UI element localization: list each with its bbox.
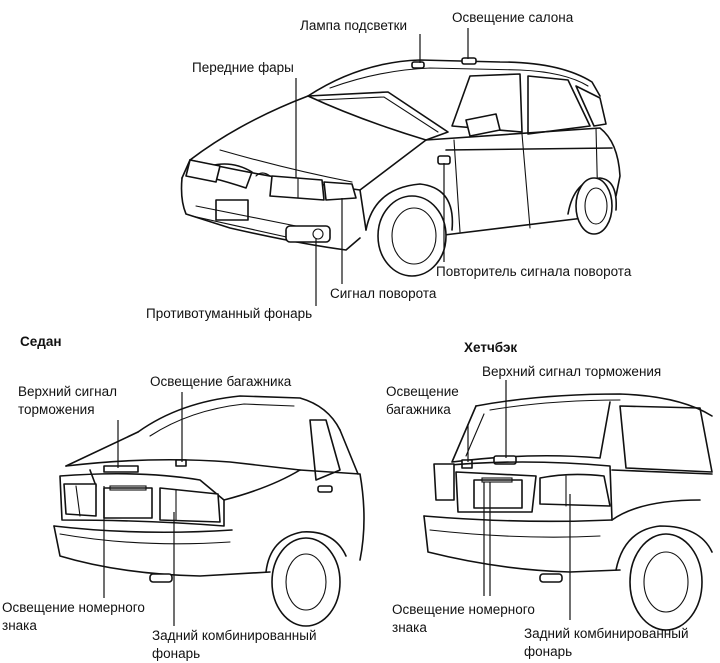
hatchback-leaders — [467, 380, 571, 620]
turn-signal-label: Сигнал поворота — [330, 286, 437, 301]
sedan-rear-combo-label-1: Задний комбинированный — [152, 628, 317, 643]
sedan-rear-combo-label-2: фонарь — [152, 646, 200, 661]
hatchback-high-stop-label: Верхний сигнал торможения — [482, 364, 661, 379]
hatchback-title: Хетчбэк — [464, 340, 517, 355]
sedan-title: Седан — [20, 334, 62, 349]
hatchback-plate-light-label-1: Освещение номерного — [392, 602, 535, 617]
hatchback-rear-combo-label-2: фонарь — [524, 644, 572, 659]
sedan-plate-light-label-1: Освещение номерного — [2, 600, 145, 615]
front-car-drawing — [180, 57, 621, 277]
side-repeater-label: Повторитель сигнала поворота — [436, 264, 632, 279]
sedan-trunk-light-label: Освещение багажника — [150, 374, 292, 389]
interior-light-label: Освещение салона — [452, 10, 574, 25]
sedan-high-stop-label-2: торможения — [18, 402, 95, 417]
headlights-label: Передние фары — [192, 60, 294, 75]
sedan-leaders — [103, 392, 183, 626]
sedan-high-stop-label-1: Верхний сигнал — [18, 384, 117, 399]
hatchback-plate-light-label-2: знака — [392, 620, 427, 635]
hatchback-trunk-light-label-2: багажника — [386, 402, 451, 417]
front-leaders — [295, 28, 469, 306]
sedan-plate-light-label-2: знака — [2, 618, 37, 633]
sedan-drawing — [53, 395, 365, 627]
hatchback-drawing — [423, 393, 713, 631]
map-lamp-label: Лампа подсветки — [300, 18, 407, 33]
fog-lamp-label: Противотуманный фонарь — [146, 306, 312, 321]
hatchback-trunk-light-label-1: Освещение — [386, 384, 459, 399]
hatchback-rear-combo-label-1: Задний комбинированный — [524, 626, 689, 641]
